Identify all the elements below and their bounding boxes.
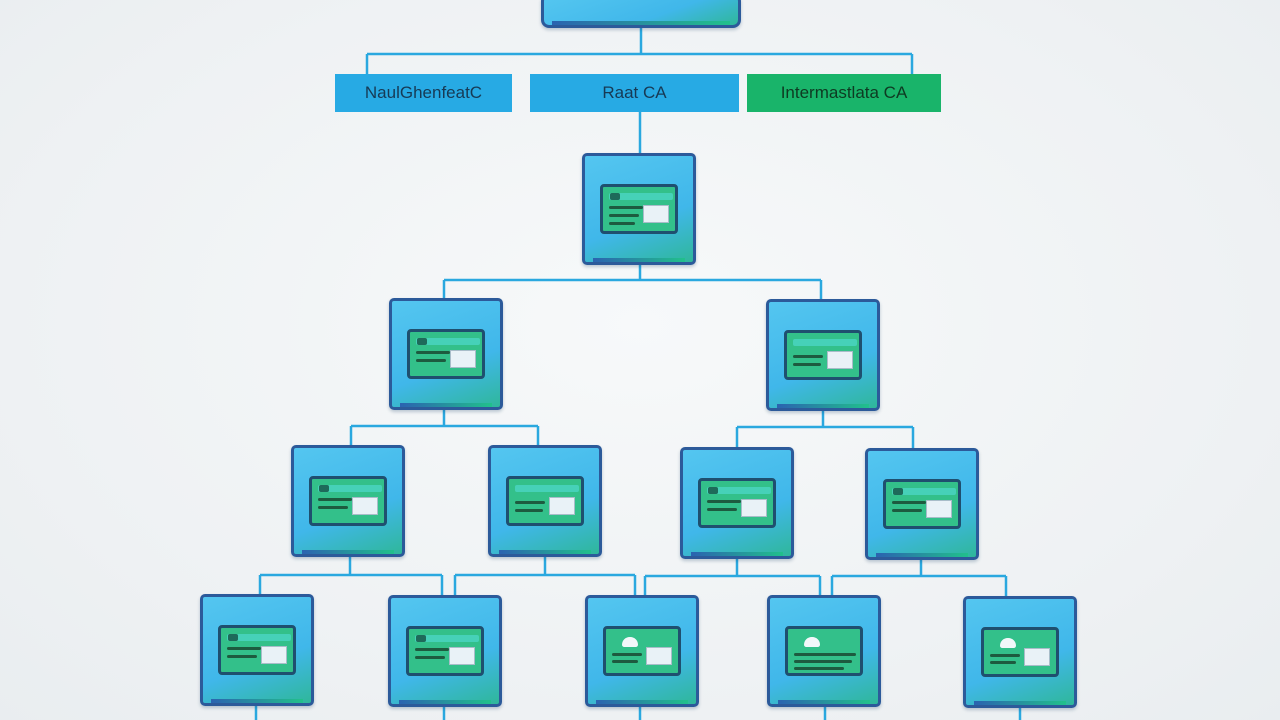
certificate-card-icon bbox=[407, 329, 485, 379]
certificate-node[interactable] bbox=[767, 595, 881, 707]
certificate-node[interactable] bbox=[585, 595, 699, 707]
label-right[interactable]: Intermastlata CA bbox=[747, 74, 941, 112]
cloud-certificate-card-icon bbox=[785, 626, 863, 676]
certificate-node[interactable] bbox=[582, 153, 696, 265]
certificate-card-icon bbox=[698, 478, 776, 528]
top-node[interactable] bbox=[541, 0, 741, 28]
certificate-card-icon bbox=[218, 625, 296, 675]
certificate-card-icon bbox=[406, 626, 484, 676]
certificate-node[interactable] bbox=[766, 299, 880, 411]
label-right-text: Intermastlata CA bbox=[780, 83, 908, 102]
certificate-node[interactable] bbox=[389, 298, 503, 410]
label-center[interactable]: Raat CA bbox=[530, 74, 739, 112]
certificate-card-icon bbox=[506, 476, 584, 526]
cloud-certificate-card-icon bbox=[981, 627, 1059, 677]
certificate-node[interactable] bbox=[488, 445, 602, 557]
certificate-node[interactable] bbox=[291, 445, 405, 557]
certificate-node[interactable] bbox=[200, 594, 314, 706]
label-left[interactable]: NaulGhenfeatC bbox=[335, 74, 512, 112]
label-center-text: Raat CA bbox=[602, 83, 667, 102]
certificate-node[interactable] bbox=[388, 595, 502, 707]
certificate-card-icon bbox=[784, 330, 862, 380]
label-left-text: NaulGhenfeatC bbox=[364, 83, 483, 102]
cloud-certificate-card-icon bbox=[603, 626, 681, 676]
certificate-card-icon bbox=[600, 184, 678, 234]
certificate-node[interactable] bbox=[963, 596, 1077, 708]
certificate-card-icon bbox=[309, 476, 387, 526]
certificate-card-icon bbox=[883, 479, 961, 529]
certificate-node[interactable] bbox=[865, 448, 979, 560]
certificate-node[interactable] bbox=[680, 447, 794, 559]
